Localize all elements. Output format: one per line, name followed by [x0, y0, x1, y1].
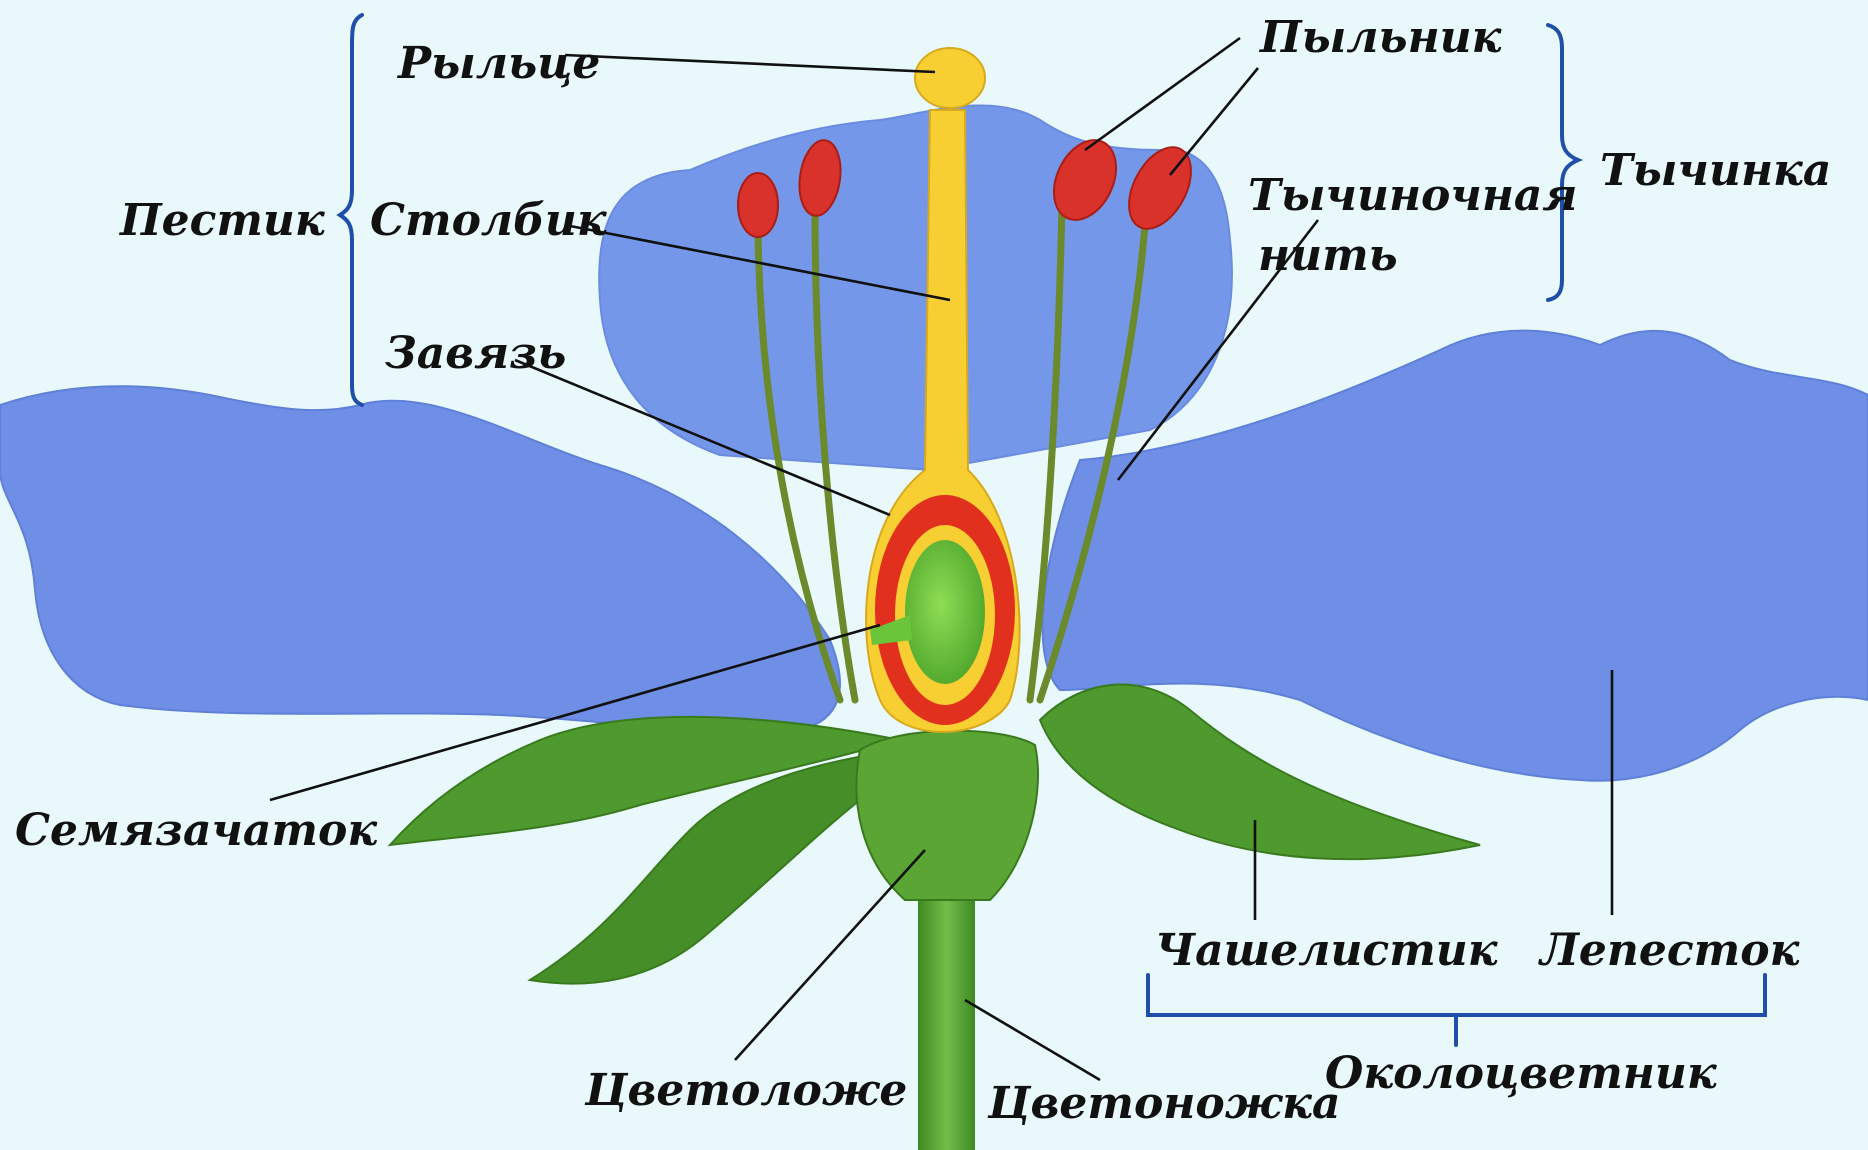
label-ovule: Семязачаток: [15, 805, 377, 856]
label-stigma: Рыльце: [396, 38, 600, 89]
label-stamen: Тычинка: [1600, 145, 1831, 196]
label-pistil: Пестик: [118, 195, 325, 246]
label-pedicel: Цветоножка: [987, 1078, 1340, 1129]
pedicel: [918, 880, 975, 1150]
label-ovary: Завязь: [385, 328, 566, 379]
label-filament-line2: нить: [1258, 230, 1398, 281]
stigma: [915, 48, 985, 108]
label-perianth: Околоцветник: [1325, 1048, 1717, 1099]
label-petal: Лепесток: [1538, 925, 1800, 976]
receptacle: [856, 731, 1038, 900]
label-style: Столбик: [370, 195, 607, 246]
label-sepal: Чашелистик: [1155, 925, 1498, 976]
label-receptacle: Цветоложе: [584, 1065, 907, 1116]
label-anther: Пыльник: [1258, 12, 1502, 63]
label-filament-line1: Тычиночная: [1248, 170, 1577, 221]
ovule: [905, 540, 985, 684]
